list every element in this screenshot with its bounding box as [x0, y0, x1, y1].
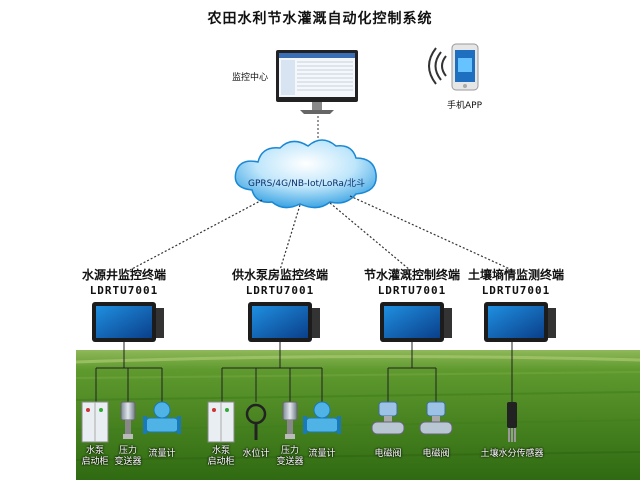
device-wiring — [95, 342, 513, 402]
terminal-device-2 — [248, 302, 320, 342]
flow-meter-icon — [303, 401, 341, 434]
network-links — [129, 195, 513, 271]
device-label-5: 水位计 — [242, 449, 270, 459]
solenoid-valve-icon — [419, 401, 453, 435]
water-level-gauge-icon — [245, 403, 267, 440]
terminal-name-2: 供水泵房监控终端 — [231, 268, 328, 282]
terminal-model-3: LDRTU7001 — [377, 284, 447, 297]
terminal-model-1: LDRTU7001 — [89, 284, 159, 297]
network-label: GPRS/4G/NB-Iot/LoRa/北斗 — [248, 179, 365, 189]
pump-cabinet-icon — [81, 401, 109, 443]
mobile-app-label: 手机APP — [447, 101, 483, 111]
device-label-6: 压力 变送器 — [276, 446, 304, 467]
terminal-model-2: LDRTU7001 — [245, 284, 315, 297]
flow-meter-icon — [143, 401, 181, 434]
diagram-title: 农田水利节水灌溉自动化控制系统 — [207, 11, 433, 27]
device-label-9: 电磁阀 — [422, 449, 450, 459]
pressure-transmitter-icon — [120, 401, 136, 439]
terminal-model-4: LDRTU7001 — [481, 284, 551, 297]
terminal-device-1 — [92, 302, 164, 342]
wifi-icon — [428, 47, 447, 85]
monitor-center-computer — [276, 50, 358, 114]
terminal-name-3: 节水灌溉控制终端 — [363, 268, 460, 282]
device-label-4: 水泵 启动柜 — [207, 446, 235, 467]
device-label-2: 压力 变送器 — [114, 446, 142, 467]
device-label-10: 土壤水分传感器 — [480, 449, 544, 459]
pump-cabinet-icon — [207, 401, 235, 443]
device-label-8: 电磁阀 — [374, 449, 402, 459]
monitor-center-label: 监控中心 — [232, 73, 269, 83]
terminal-name-4: 土壤墒情监测终端 — [467, 268, 564, 282]
terminal-device-3 — [380, 302, 452, 342]
solenoid-valve-icon — [371, 401, 405, 435]
field-background — [75, 350, 640, 480]
device-label-7: 流量计 — [308, 449, 336, 459]
terminal-device-4 — [484, 302, 556, 342]
device-label-1: 水泵 启动柜 — [81, 446, 109, 467]
soil-moisture-sensor-icon — [507, 402, 517, 442]
network-cloud — [234, 139, 377, 209]
pressure-transmitter-icon — [282, 401, 298, 439]
device-label-3: 流量计 — [148, 449, 176, 459]
terminal-name-1: 水源井监控终端 — [81, 268, 166, 282]
mobile-app-phone — [451, 43, 479, 91]
